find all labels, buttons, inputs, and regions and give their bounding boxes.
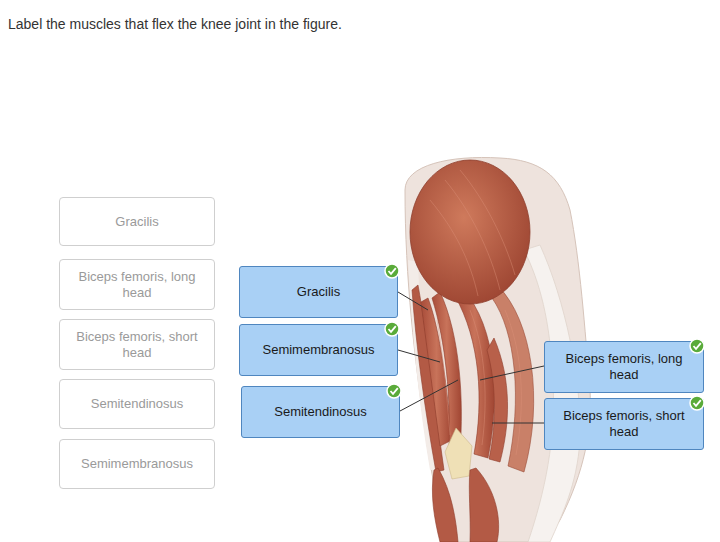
word-bank-box: Biceps femoris, long head <box>59 259 215 310</box>
label-text: Biceps femoris, long head <box>70 269 204 301</box>
check-mark <box>385 264 399 278</box>
word-bank-box: Gracilis <box>59 197 215 246</box>
label-text: Semitendinosus <box>274 404 367 420</box>
label-text: Gracilis <box>115 214 158 230</box>
label-text: Semimembranosus <box>81 456 193 472</box>
label-text: Biceps femoris, short head <box>557 408 691 440</box>
label-text: Biceps femoris, short head <box>70 329 204 361</box>
answer-label: Semitendinosus <box>241 386 400 438</box>
label-text: Gracilis <box>297 284 340 300</box>
answer-label: Biceps femoris, short head <box>544 398 704 450</box>
label-text: Semimembranosus <box>263 342 375 358</box>
word-bank-box: Semimembranosus <box>59 439 215 489</box>
label-text: Semitendinosus <box>91 396 184 412</box>
biceps-femoris-long-head <box>455 288 495 458</box>
answer-label: Biceps femoris, long head <box>544 341 704 393</box>
check-mark <box>385 322 399 336</box>
vastus-lateralis <box>492 286 534 472</box>
question-title: Label the muscles that flex the knee joi… <box>8 16 342 32</box>
gluteus-maximus <box>410 160 530 304</box>
gastrocnemius-medial <box>432 468 458 542</box>
check-mark <box>690 396 704 410</box>
answer-label: Semimembranosus <box>239 324 398 376</box>
muscle-fibers <box>430 170 521 455</box>
semitendinosus-muscle <box>432 292 461 452</box>
leader-line <box>398 292 544 423</box>
check-mark <box>387 384 401 398</box>
answer-label: Gracilis <box>239 266 398 318</box>
gastrocnemius-lateral <box>469 468 498 542</box>
check-mark <box>690 339 704 353</box>
word-bank-box: Biceps femoris, short head <box>59 319 215 370</box>
biceps-femoris-short-head <box>487 338 508 462</box>
word-bank-box: Semitendinosus <box>59 379 215 429</box>
popliteal-fossa <box>445 428 472 479</box>
label-text: Biceps femoris, long head <box>557 351 691 383</box>
